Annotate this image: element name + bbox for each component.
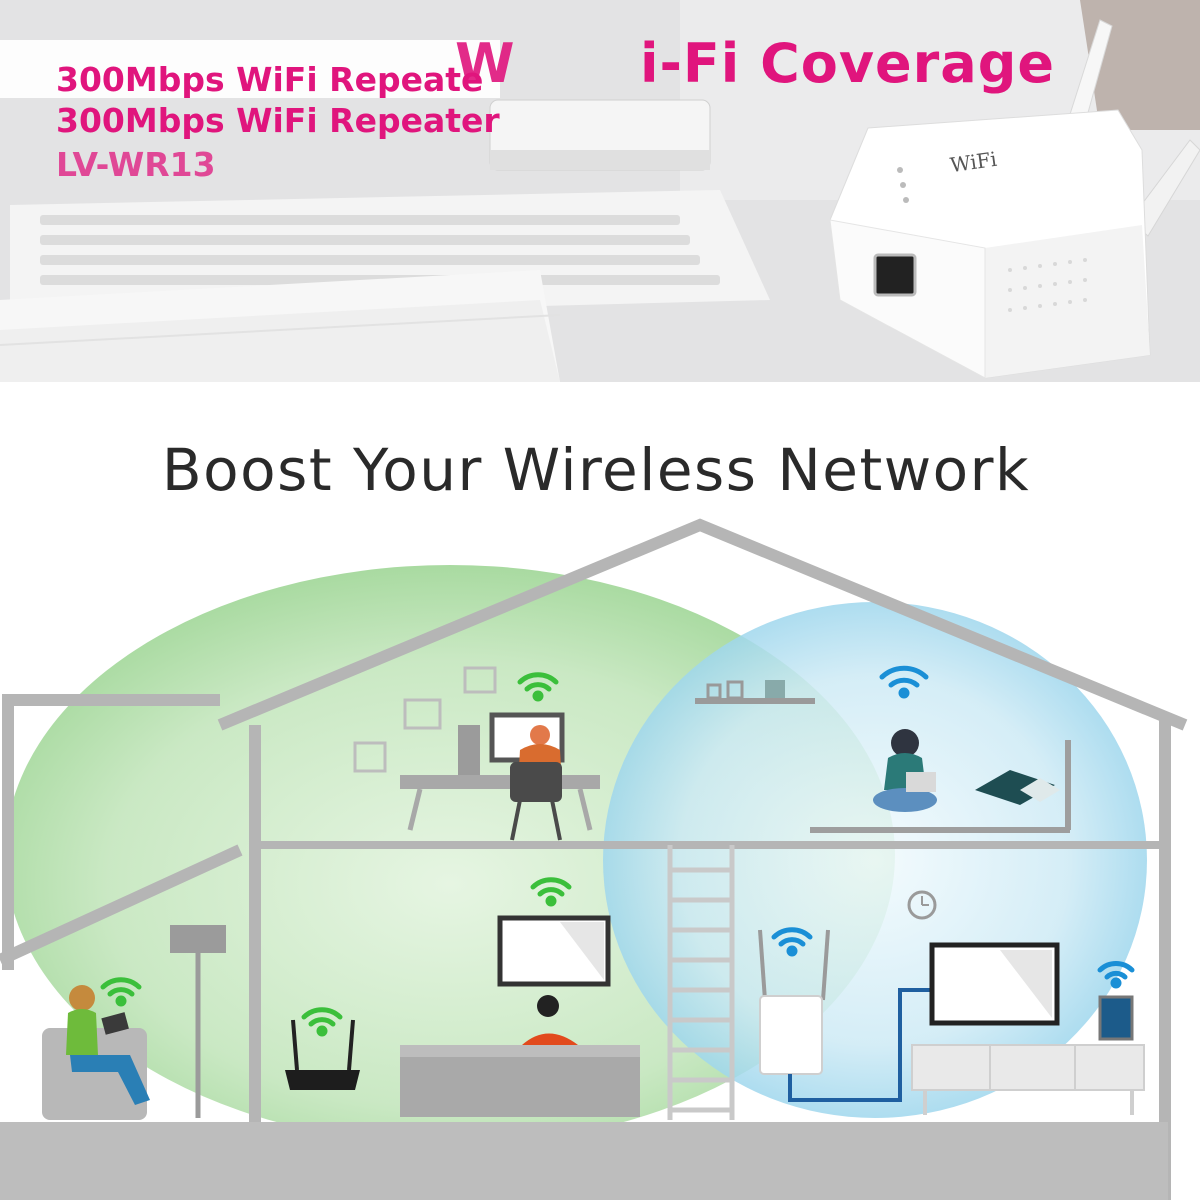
floor-lamp-illustration bbox=[170, 925, 226, 1118]
laptop-icon bbox=[906, 772, 936, 792]
banner-subtitle-2: 300Mbps WiFi Repeater bbox=[56, 101, 500, 140]
banner-subtitle-1: 300Mbps WiFi Repeate bbox=[56, 60, 484, 99]
subtitle-highlight bbox=[0, 40, 500, 98]
banner-headline: i-Fi Coverage bbox=[640, 32, 1056, 95]
woman-tablet-illustration bbox=[42, 985, 150, 1120]
desk-worker-illustration bbox=[353, 666, 600, 841]
tv-icon bbox=[497, 915, 611, 987]
wifi-signal-icon bbox=[771, 665, 1135, 989]
headline-prefix: W bbox=[455, 32, 515, 95]
man-sofa-illustration bbox=[400, 995, 640, 1117]
wifi-signal-icon bbox=[100, 672, 572, 1037]
router-icon bbox=[285, 1019, 360, 1090]
banner-background bbox=[0, 0, 1200, 382]
repeater-icon bbox=[758, 929, 830, 1075]
house-coverage-illustration bbox=[0, 518, 1188, 1200]
clock-icon bbox=[907, 890, 937, 920]
keyboard-shape bbox=[10, 190, 770, 320]
repeater-device-photo bbox=[829, 19, 1200, 379]
product-banner: W i-Fi Coverage 300Mbps WiFi Repeate 300… bbox=[0, 0, 1200, 382]
ground-floor bbox=[0, 1122, 1168, 1200]
ladder-illustration bbox=[667, 845, 735, 1120]
tablet-stand-illustration bbox=[1098, 995, 1134, 1041]
house-outline bbox=[0, 518, 1188, 1200]
tv-cabinet-illustration bbox=[911, 1044, 1145, 1115]
shelf-illustration bbox=[695, 680, 815, 704]
right-tv-illustration bbox=[929, 942, 1060, 1026]
banner-model: LV-WR13 bbox=[56, 145, 216, 184]
bed-illustration bbox=[810, 740, 1071, 833]
notebook-shape bbox=[0, 270, 561, 382]
ethernet-cable bbox=[788, 988, 935, 1102]
section-title: Boost Your Wireless Network bbox=[161, 436, 1031, 504]
background-router-shape bbox=[489, 99, 711, 171]
woman-laptop-illustration bbox=[873, 729, 937, 812]
